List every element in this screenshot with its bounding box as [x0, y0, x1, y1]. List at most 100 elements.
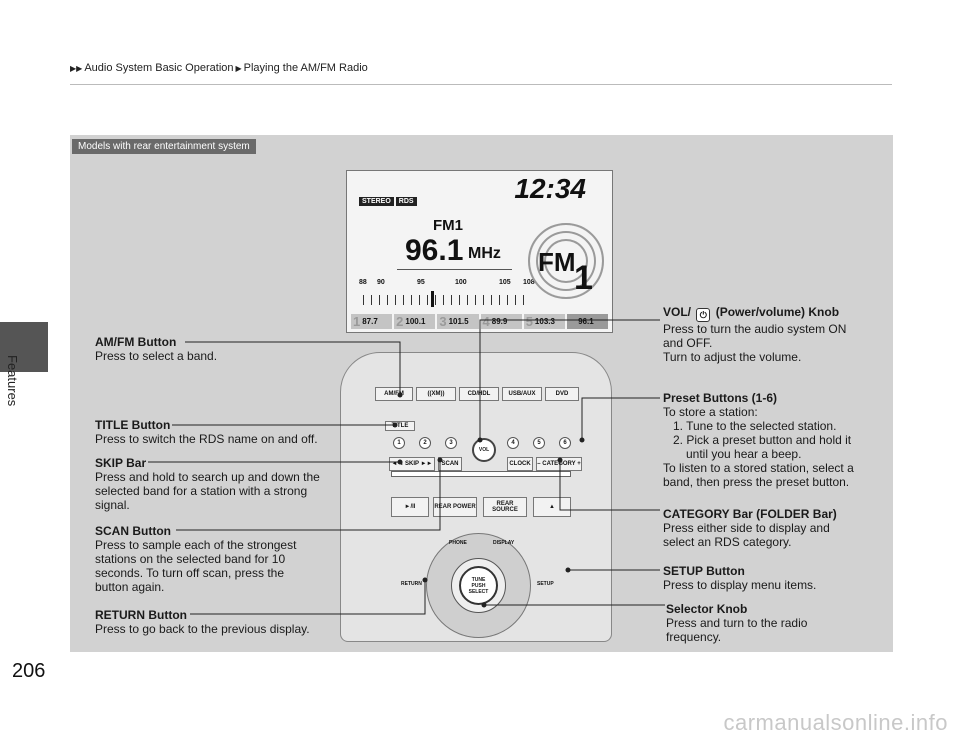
breadcrumb-item[interactable]: Playing the AM/FM Radio	[243, 62, 368, 74]
display-button[interactable]: DISPLAY	[493, 540, 515, 546]
tuning-needle	[431, 291, 434, 307]
scale-label: 100	[455, 279, 467, 286]
cd-button[interactable]: CD/HDL	[459, 387, 499, 401]
amfm-button[interactable]: AM/FM	[375, 387, 413, 401]
lcd-badges: STEREO RDS	[359, 197, 417, 206]
callout-body: seconds. To turn off scan, press the	[95, 566, 284, 580]
callout-amfm: AM/FM Button Press to select a band.	[95, 335, 217, 363]
lcd-display: STEREO RDS 12:34 FM1 96.1 MHz 88 90 95 1…	[346, 170, 613, 333]
volume-knob[interactable]: VOL	[472, 438, 496, 462]
power-icon: ⏻	[696, 308, 711, 322]
breadcrumb: ▶▶ Audio System Basic Operation ▶ Playin…	[70, 62, 368, 74]
callout-body: Press to display menu items.	[663, 578, 817, 592]
category-bar[interactable]: – CATEGORY +	[536, 457, 582, 471]
callout-title: SKIP Bar	[95, 456, 147, 470]
side-label: Features	[5, 355, 20, 407]
lower-bar-right: CLOCK – CATEGORY +	[507, 457, 582, 471]
phone-button[interactable]: PHONE	[449, 540, 467, 546]
callout-title: Preset Buttons (1-6)	[663, 391, 778, 405]
callout-body: Press to turn the audio system ON	[663, 322, 847, 336]
logo-text: FM	[538, 247, 576, 277]
fm-logo-icon: FM 1	[528, 223, 604, 299]
models-tag: Models with rear entertainment system	[72, 139, 256, 154]
eject-button[interactable]: ▲	[533, 497, 571, 517]
callout-body: select an RDS category.	[663, 535, 792, 549]
callout-scan: SCAN Button Press to sample each of the …	[95, 524, 296, 594]
callout-vol: VOL/ ⏻ (Power/volume) Knob Press to turn…	[663, 305, 846, 364]
preset-button-4[interactable]: 4	[507, 437, 519, 449]
callout-body: Press to go back to the previous display…	[95, 622, 310, 636]
selector-knob[interactable]: TUNE PUSH SELECT	[459, 566, 498, 605]
rds-badge: RDS	[395, 197, 417, 206]
callout-intro: To store a station:	[663, 405, 758, 419]
stereo-badge: STEREO	[359, 197, 394, 206]
callout-setup: SETUP Button Press to display menu items…	[663, 564, 816, 592]
clock-button[interactable]: CLOCK	[507, 457, 533, 471]
source-buttons: AM/FM ((XM)) CD/HDL USB/AUX DVD	[375, 387, 579, 401]
rear-source-button[interactable]: REAR SOURCE	[483, 497, 527, 517]
preset-button-3[interactable]: 3	[445, 437, 457, 449]
callout-outro: To listen to a stored station, select a	[663, 461, 854, 475]
xm-button[interactable]: ((XM))	[416, 387, 456, 401]
usb-aux-button[interactable]: USB/AUX	[502, 387, 542, 401]
preset-button-1[interactable]: 1	[393, 437, 405, 449]
callout-return: RETURN Button Press to go back to the pr…	[95, 608, 310, 636]
disc-slot	[391, 471, 571, 477]
callout-body: button again.	[95, 580, 165, 594]
radio-control-unit: AM/FM ((XM)) CD/HDL USB/AUX DVD TITLE 1 …	[340, 352, 612, 642]
preset-button-6[interactable]: 6	[559, 437, 571, 449]
callout-body: Press and turn to the radio	[666, 616, 808, 630]
callout-body: Press to sample each of the strongest	[95, 538, 297, 552]
preset-button-5[interactable]: 5	[533, 437, 545, 449]
callout-body: Press either side to display and	[663, 521, 830, 535]
callout-title: TITLE Button	[95, 418, 171, 432]
callout-title: RETURN Button	[95, 608, 187, 622]
callout-skip: SKIP Bar Press and hold to search up and…	[95, 456, 320, 512]
lcd-clock: 12:34	[514, 173, 586, 204]
lcd-divider	[397, 269, 512, 270]
callout-title-button: TITLE Button Press to switch the RDS nam…	[95, 418, 318, 446]
callout-title: SCAN Button	[95, 524, 171, 538]
callout-outro: band, then press the preset button.	[663, 475, 850, 489]
setup-button[interactable]: SETUP	[537, 581, 554, 587]
skip-bar[interactable]: ◄◄ SKIP ►►	[389, 457, 435, 471]
callout-category: CATEGORY Bar (FOLDER Bar) Press either s…	[663, 507, 837, 549]
page-number: 206	[12, 660, 46, 682]
callout-body: Press to switch the RDS name on and off.	[95, 432, 318, 446]
lcd-band: FM1	[433, 217, 463, 234]
preset-buttons-right: 4 5 6	[507, 437, 571, 449]
return-button[interactable]: RETURN	[401, 581, 422, 587]
callout-body: Turn to adjust the volume.	[663, 350, 802, 364]
scale-label: 90	[377, 279, 385, 286]
callout-step: 2. Pick a preset button and hold it	[673, 433, 852, 447]
preset-buttons: 1 2 3	[393, 437, 457, 449]
rear-power-button[interactable]: REAR POWER	[433, 497, 477, 517]
lcd-unit: MHz	[468, 245, 501, 262]
play-pause-button[interactable]: ►/II	[391, 497, 429, 517]
callout-title: CATEGORY Bar (FOLDER Bar)	[663, 507, 837, 521]
callout-title: VOL/ ⏻ (Power/volume) Knob	[663, 305, 840, 322]
scale-label: 108	[523, 279, 535, 286]
preset-button-2[interactable]: 2	[419, 437, 431, 449]
callout-body: and OFF.	[663, 336, 713, 350]
lcd-frequency: 96.1	[405, 234, 464, 267]
callout-title: SETUP Button	[663, 564, 745, 578]
title-button[interactable]: TITLE	[385, 421, 415, 431]
callout-selector: Selector Knob Press and turn to the radi…	[666, 602, 807, 644]
callout-body: stations on the selected band for 10	[95, 552, 286, 566]
callout-title: AM/FM Button	[95, 335, 177, 349]
scan-button[interactable]: SCAN	[438, 457, 462, 471]
breadcrumb-item[interactable]: Audio System Basic Operation	[84, 62, 234, 74]
callout-step-cont: until you hear a beep.	[686, 447, 802, 461]
lower-bar: ◄◄ SKIP ►► SCAN	[389, 457, 462, 471]
callout-body: Press and hold to search up and down the	[95, 470, 320, 484]
callout-title: Selector Knob	[666, 602, 748, 616]
scale-label: 95	[417, 279, 425, 286]
dvd-button[interactable]: DVD	[545, 387, 579, 401]
